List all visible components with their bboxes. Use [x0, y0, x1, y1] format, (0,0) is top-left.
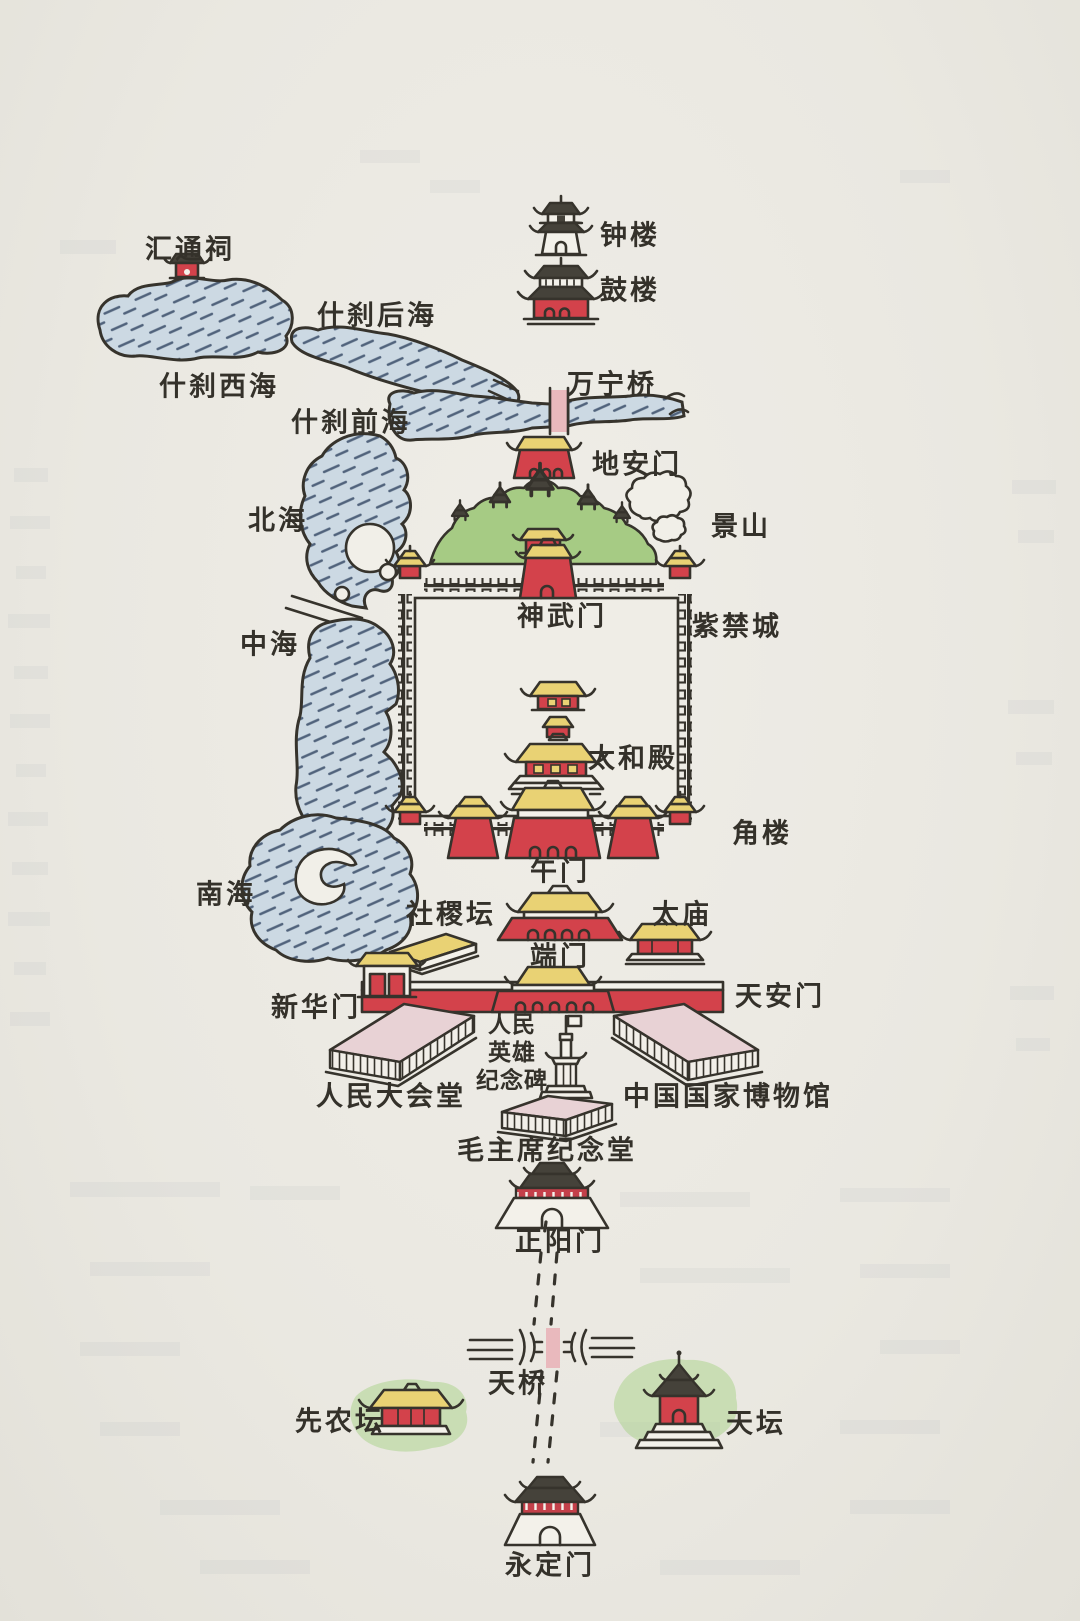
- label-gulou: 鼓楼: [600, 275, 660, 307]
- east-wall: [678, 594, 692, 822]
- xiannongtan-altar-icon: [350, 1379, 468, 1452]
- label-xiannongtan: 先农坛: [295, 1406, 385, 1438]
- lake-beihai: [284, 432, 412, 632]
- label-zhonghai: 中海: [240, 629, 300, 661]
- label-nanhai: 南海: [196, 879, 256, 911]
- label-zhengyangmen: 正阳门: [515, 1226, 605, 1258]
- three-great-halls-icon: [503, 680, 609, 796]
- lake-shichahai-houhai: [289, 325, 521, 409]
- trees-icon: [625, 470, 692, 543]
- forbidden-city: [384, 537, 706, 860]
- huitongci-shrine-icon: [162, 252, 212, 280]
- central-axis-dashes: [531, 1220, 559, 1464]
- label-mao-memorial: 毛主席纪念堂: [457, 1135, 637, 1167]
- taihedian-hall-icon: [503, 732, 609, 796]
- label-jingshan: 景山: [711, 511, 771, 543]
- ink-bleed-smudges: [8, 150, 1056, 1575]
- label-yongdingmen: 永定门: [505, 1550, 595, 1582]
- label-zijincheng: 紫禁城: [692, 611, 782, 643]
- wumen-gate-icon: [437, 779, 669, 860]
- label-shichaxihai: 什刹西海: [159, 371, 279, 403]
- taimiao-hall-icon: [617, 922, 713, 966]
- great-hall-of-people-icon: [324, 1002, 478, 1088]
- label-heroes-monument: 人民 英雄 纪念碑: [476, 1011, 548, 1095]
- label-zhonglou: 钟楼: [600, 220, 660, 252]
- label-taimiao: 太庙: [652, 899, 712, 931]
- lake-shichahai-xihai: [96, 276, 294, 362]
- lake-shichahai-qianhai: [387, 389, 690, 442]
- label-wanningqiao: 万宁桥: [567, 369, 657, 401]
- label-shenwumen: 神武门: [517, 601, 607, 633]
- tiananmen-gate-icon: [490, 965, 616, 1014]
- yingtai-island: [294, 847, 358, 906]
- label-duanmen: 端门: [530, 941, 590, 973]
- label-dianmen: 地安门: [592, 449, 682, 481]
- label-tiantan: 天坛: [726, 1408, 786, 1440]
- label-xinhuamen: 新华门: [271, 992, 361, 1024]
- dianmen-gate-icon: [505, 435, 583, 480]
- label-shejitan: 社稷坛: [406, 899, 496, 931]
- label-tiananmen: 天安门: [735, 981, 825, 1013]
- label-great-hall: 人民大会堂: [316, 1081, 466, 1113]
- label-wumen: 午门: [530, 856, 590, 888]
- label-jiaolou: 角楼: [732, 818, 792, 850]
- label-huitongci: 汇通祠: [145, 234, 235, 266]
- heroes-monument-icon: [538, 1014, 594, 1100]
- lake-zhonghai: [294, 617, 404, 846]
- xinhuamen-gate-icon: [346, 951, 428, 999]
- bell-tower-icon: [528, 194, 594, 257]
- zhengyangmen-gate-icon: [494, 1161, 610, 1230]
- wanning-bridge-icon: [548, 386, 570, 436]
- label-tianqiao: 天桥: [488, 1368, 548, 1400]
- duanmen-gate-icon: [496, 884, 624, 942]
- west-wall: [398, 594, 412, 822]
- label-national-museum: 中国国家博物馆: [623, 1081, 833, 1113]
- tiantan-temple-icon: [613, 1350, 738, 1450]
- label-shichahouhai: 什刹后海: [317, 300, 437, 332]
- label-taihedian: 太和殿: [588, 743, 678, 775]
- tianqiao-bridge-icon: [466, 1328, 636, 1368]
- label-beihai: 北海: [248, 505, 308, 537]
- yongdingmen-gate-icon: [503, 1475, 597, 1547]
- drum-tower-icon: [516, 256, 606, 326]
- label-shichaqianhai: 什刹前海: [291, 407, 411, 439]
- shenwumen-gate-icon: [514, 537, 582, 600]
- mao-memorial-hall-icon: [496, 1094, 618, 1143]
- lake-nanhai: [240, 813, 419, 963]
- national-museum-icon: [610, 1002, 764, 1088]
